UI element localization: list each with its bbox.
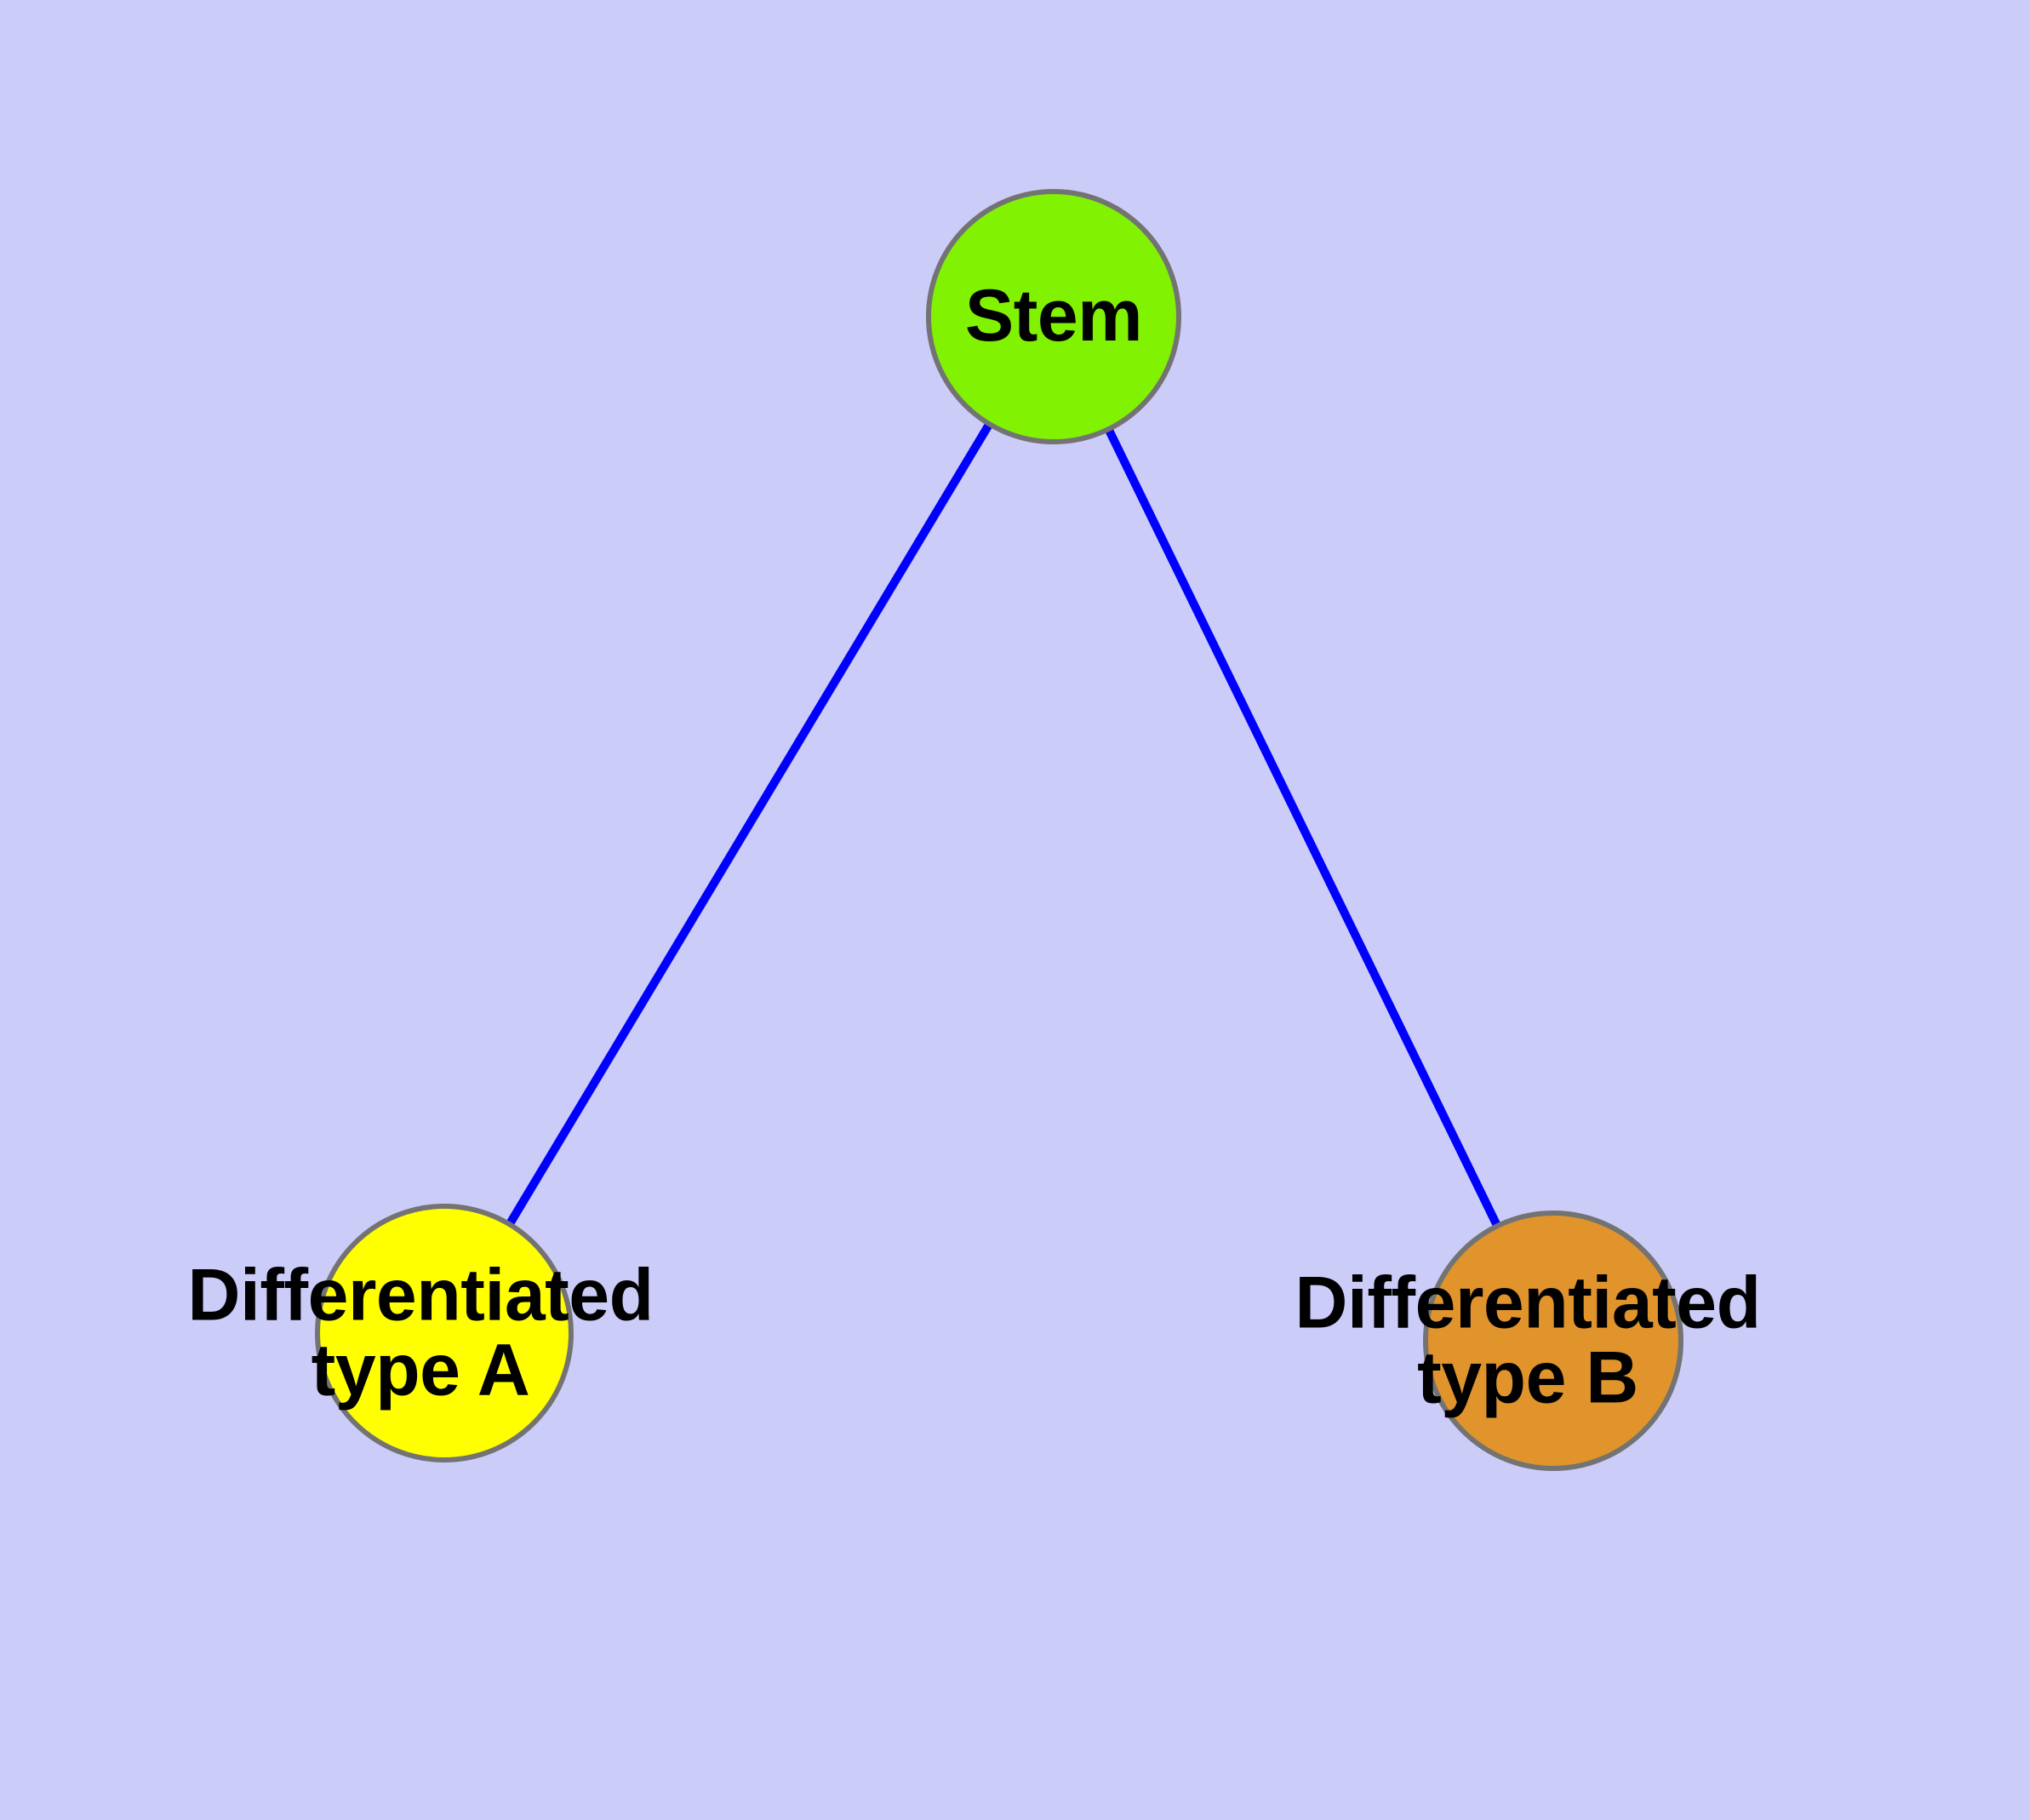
edge-stem-diff-b bbox=[1102, 423, 1503, 1232]
graph-node-diff_a[interactable] bbox=[315, 1204, 574, 1462]
edges-layer bbox=[503, 418, 1503, 1232]
graph-node-diff_b[interactable] bbox=[1423, 1210, 1683, 1471]
edge-stem-diff-a bbox=[503, 418, 996, 1231]
graph-node-stem[interactable] bbox=[926, 189, 1181, 444]
nodes-layer bbox=[315, 189, 1683, 1471]
